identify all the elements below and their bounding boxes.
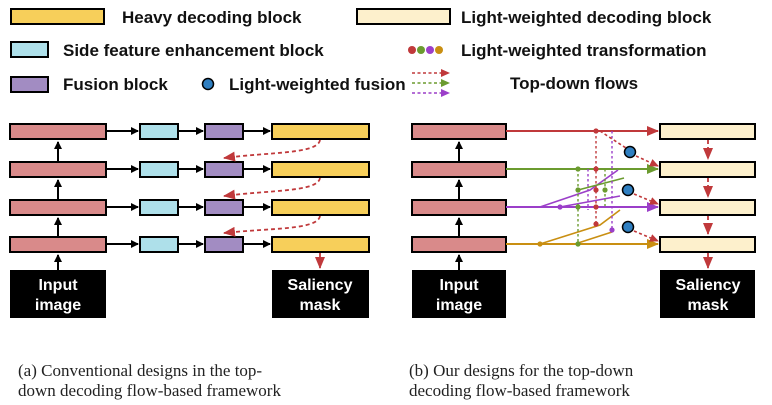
a-caption-line-2: down decoding flow-based framework bbox=[18, 381, 281, 400]
legend-light-label: Light-weighted decoding block bbox=[461, 8, 712, 27]
a-encoder-block-2 bbox=[9, 161, 107, 178]
b-caption-line-2: decoding flow-based framework bbox=[409, 381, 630, 400]
a-input-image-box bbox=[10, 270, 106, 318]
a-fusion-block-3 bbox=[204, 199, 244, 216]
legend-light-swatch bbox=[356, 8, 451, 25]
transform-dot-icon bbox=[609, 227, 615, 233]
legend-fusion-label: Fusion block bbox=[63, 75, 168, 94]
legend-flow-arrows bbox=[412, 69, 450, 97]
transform-dot-icon bbox=[575, 204, 581, 210]
legend-fusion-swatch bbox=[10, 76, 49, 93]
panel-b: Input image Saliency mask (b) Our design… bbox=[409, 123, 756, 400]
transform-dot-icon bbox=[602, 187, 608, 193]
a-input-label-1: Input bbox=[38, 277, 78, 294]
a-fusion-block-4 bbox=[204, 236, 244, 253]
b-input-label-2: image bbox=[436, 297, 482, 314]
b-light-block-4 bbox=[659, 236, 756, 253]
b-fusion-dots bbox=[621, 145, 637, 234]
a-side-block-4 bbox=[139, 236, 179, 253]
b-fusion-out-arrows bbox=[599, 130, 659, 242]
a-horizontal-arrows bbox=[106, 127, 271, 248]
b-caption-line-1: (b) Our designs for the top-down bbox=[409, 361, 634, 380]
a-fusion-block-1 bbox=[204, 123, 244, 140]
transform-dot-icon bbox=[575, 241, 581, 247]
a-side-block-1 bbox=[139, 123, 179, 140]
legend-heavy-label: Heavy decoding block bbox=[122, 8, 302, 27]
panel-a: Input image Saliency mask (a) Convention… bbox=[9, 123, 370, 400]
b-saliency-mask-box bbox=[660, 270, 755, 318]
legend-transform-dots bbox=[408, 46, 443, 54]
a-caption-line-1: (a) Conventional designs in the top- bbox=[18, 361, 262, 380]
fusion-dot-icon bbox=[623, 145, 637, 159]
a-side-block-3 bbox=[139, 199, 179, 216]
a-output-label-1: Saliency bbox=[288, 277, 353, 294]
legend-flows-label: Top-down flows bbox=[510, 74, 638, 93]
a-top-down-flows bbox=[223, 139, 325, 269]
a-heavy-block-4 bbox=[271, 236, 370, 253]
b-converging-lines bbox=[539, 169, 625, 245]
a-heavy-block-1 bbox=[271, 123, 370, 140]
a-encoder-block-1 bbox=[9, 123, 107, 140]
b-encoder-block-1 bbox=[411, 123, 507, 140]
transform-dot-icon bbox=[593, 128, 599, 134]
b-encoder-block-2 bbox=[411, 161, 507, 178]
b-light-block-2 bbox=[659, 161, 756, 178]
b-input-label-1: Input bbox=[439, 277, 479, 294]
transform-dot-icon bbox=[593, 166, 599, 172]
b-input-image-box bbox=[412, 270, 506, 318]
a-heavy-block-2 bbox=[271, 161, 370, 178]
a-fusion-block-2 bbox=[204, 161, 244, 178]
a-input-label-2: image bbox=[35, 297, 81, 314]
transform-dot-icon bbox=[575, 166, 581, 172]
transform-dot-red-icon bbox=[408, 46, 416, 54]
a-encoder-block-3 bbox=[9, 199, 107, 216]
b-light-block-1 bbox=[659, 123, 756, 140]
b-encoder-block-4 bbox=[411, 236, 507, 253]
legend-heavy-swatch bbox=[10, 8, 105, 25]
a-encoder-block-4 bbox=[9, 236, 107, 253]
transform-dot-icon bbox=[593, 204, 599, 210]
legend-fusion-dot-icon bbox=[201, 77, 215, 91]
legend: Heavy decoding block Light-weighted deco… bbox=[10, 8, 712, 97]
legend-side-label: Side feature enhancement block bbox=[63, 41, 324, 60]
transform-dot-icon bbox=[593, 221, 599, 227]
transform-dot-purple-icon bbox=[426, 46, 434, 54]
fusion-dot-icon bbox=[621, 220, 635, 234]
transform-dot-icon bbox=[557, 204, 563, 210]
a-saliency-mask-box bbox=[272, 270, 369, 318]
transform-dot-gold-icon bbox=[435, 46, 443, 54]
a-output-label-2: mask bbox=[300, 297, 341, 314]
legend-side-swatch bbox=[10, 41, 49, 58]
b-output-label-2: mask bbox=[688, 297, 729, 314]
a-heavy-block-3 bbox=[271, 199, 370, 216]
a-side-block-2 bbox=[139, 161, 179, 178]
transform-dot-green-icon bbox=[417, 46, 425, 54]
transform-dot-icon bbox=[575, 187, 581, 193]
legend-transform-label: Light-weighted transformation bbox=[461, 41, 707, 60]
fusion-dot-icon bbox=[621, 183, 635, 197]
b-transform-dots bbox=[537, 128, 615, 247]
b-light-block-3 bbox=[659, 199, 756, 216]
transform-dot-icon bbox=[593, 187, 599, 193]
transform-dot-icon bbox=[537, 241, 543, 247]
legend-light-fusion-label: Light-weighted fusion bbox=[229, 75, 406, 94]
b-output-label-1: Saliency bbox=[676, 277, 741, 294]
b-encoder-block-3 bbox=[411, 199, 507, 216]
